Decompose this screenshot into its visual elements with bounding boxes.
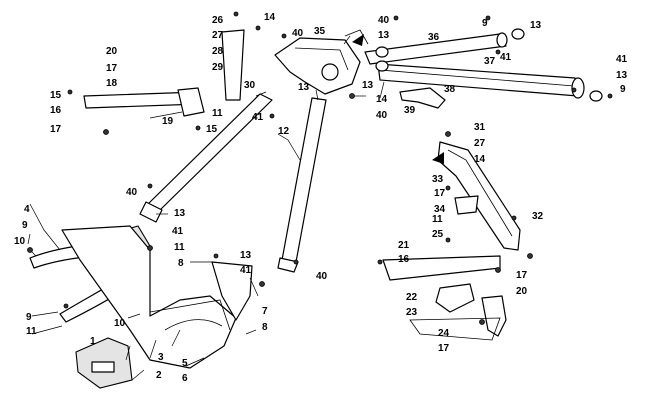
- callout-34: 34: [434, 204, 446, 215]
- callout-16a: 16: [50, 105, 62, 116]
- callout-9d: 9: [620, 84, 626, 95]
- vertical-support: [277, 97, 327, 273]
- callout-11c: 11: [26, 326, 37, 337]
- callout-41d: 41: [172, 226, 184, 237]
- callout-10b: 10: [114, 318, 126, 329]
- callout-13f: 13: [174, 208, 186, 219]
- callout-17d: 17: [516, 270, 528, 281]
- callout-20b: 20: [516, 286, 528, 297]
- callout-40c: 40: [376, 110, 388, 121]
- callout-14a: 14: [264, 12, 276, 23]
- callout-41c: 41: [616, 54, 628, 65]
- steering-head-bracket: [274, 29, 369, 95]
- callout-13b: 13: [378, 30, 390, 41]
- callout-37: 37: [484, 56, 496, 67]
- callout-labels: 1 2 3 4 5 6 7 8 8 9 9 9 9 10 10 10 11 11…: [14, 12, 628, 384]
- callout-30: 30: [244, 80, 256, 91]
- callout-2: 2: [156, 370, 162, 381]
- clamp-bracket: [399, 87, 446, 109]
- callout-13e: 13: [616, 70, 628, 81]
- callout-29: 29: [212, 62, 224, 73]
- callout-15a: 15: [50, 90, 62, 101]
- callout-19: 19: [162, 116, 174, 127]
- callout-28: 28: [212, 46, 224, 57]
- leader-lines: [27, 35, 385, 381]
- callout-8a: 8: [178, 258, 184, 269]
- callout-12: 12: [278, 126, 290, 137]
- callout-41a: 41: [252, 112, 264, 123]
- callout-9a: 9: [22, 220, 28, 231]
- callout-26: 26: [212, 15, 224, 26]
- callout-14b: 14: [376, 94, 388, 105]
- callout-27b: 27: [474, 138, 486, 149]
- callout-39: 39: [404, 105, 416, 116]
- upper-crossbar: [364, 32, 508, 65]
- callout-21: 21: [398, 240, 410, 251]
- callout-13g: 13: [240, 250, 252, 261]
- callout-11a: 11: [212, 108, 223, 119]
- steering-shaft: [139, 93, 273, 223]
- callout-17e: 17: [438, 343, 450, 354]
- callout-40d: 40: [126, 187, 138, 198]
- callout-35: 35: [314, 26, 326, 37]
- callout-13c: 13: [362, 80, 374, 91]
- callout-18: 18: [106, 78, 118, 89]
- callout-25: 25: [432, 229, 444, 240]
- callout-14c: 14: [474, 154, 486, 165]
- bushings: [375, 28, 603, 102]
- callout-9c: 9: [482, 18, 488, 29]
- callout-20a: 20: [106, 46, 118, 57]
- left-mount-arm: [83, 29, 245, 117]
- long-crossbar: [377, 63, 585, 99]
- floor-plate: [75, 337, 133, 389]
- callout-5: 5: [182, 358, 188, 369]
- callout-17b: 17: [50, 124, 62, 135]
- callout-23: 23: [406, 307, 418, 318]
- callout-41e: 41: [240, 265, 252, 276]
- callout-7: 7: [262, 306, 268, 317]
- callout-22: 22: [406, 292, 418, 303]
- callout-33: 33: [432, 174, 444, 185]
- callout-9b: 9: [26, 312, 32, 323]
- callout-3: 3: [158, 352, 164, 363]
- callout-38: 38: [444, 84, 456, 95]
- callout-40e: 40: [316, 271, 328, 282]
- callout-17c: 17: [434, 188, 446, 199]
- callout-17a: 17: [106, 63, 118, 74]
- callout-27a: 27: [212, 30, 224, 41]
- callout-8b: 8: [262, 322, 268, 333]
- callout-41b: 41: [500, 52, 512, 63]
- callout-40a: 40: [292, 28, 304, 39]
- callout-16b: 16: [398, 254, 410, 265]
- direction-arrows: [352, 34, 444, 164]
- callout-4: 4: [24, 204, 30, 215]
- callout-6: 6: [182, 373, 188, 384]
- callout-15b: 15: [206, 124, 218, 135]
- callout-13d: 13: [530, 20, 542, 31]
- callout-11b: 11: [174, 242, 185, 253]
- callout-13a: 13: [298, 82, 310, 93]
- side-panel: [211, 261, 253, 321]
- fasteners: [27, 11, 613, 325]
- callout-31: 31: [474, 122, 486, 133]
- callout-40b: 40: [378, 15, 390, 26]
- callout-11d: 11: [432, 214, 443, 225]
- callout-10a: 10: [14, 236, 26, 247]
- callout-24: 24: [438, 328, 450, 339]
- callout-1: 1: [90, 336, 96, 347]
- callout-32: 32: [532, 211, 544, 222]
- callout-36: 36: [428, 32, 440, 43]
